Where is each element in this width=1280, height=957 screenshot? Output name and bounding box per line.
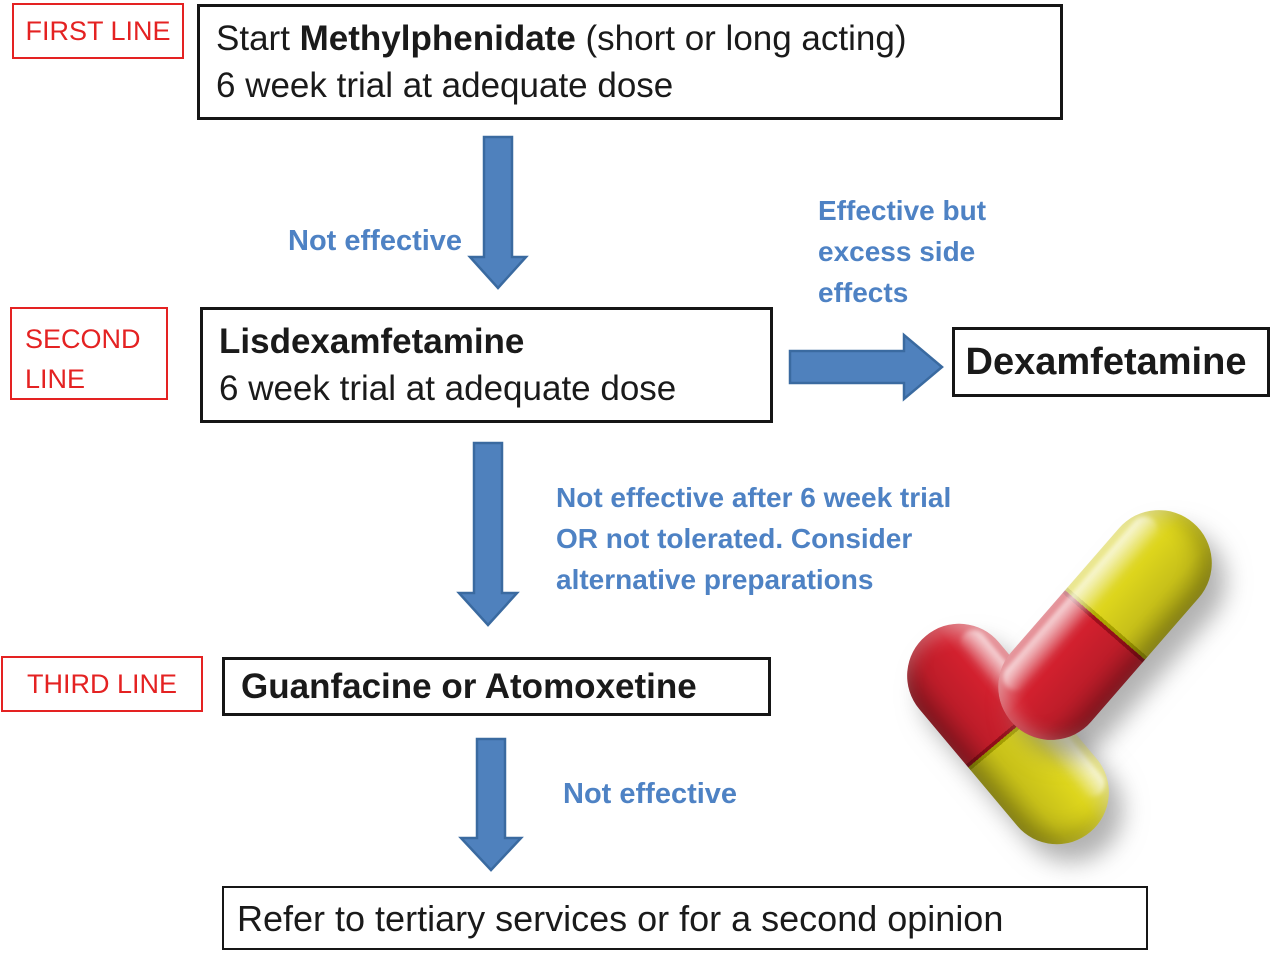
arrow-label-effective-but-side-effects: Effective but excess side effects [818, 190, 986, 313]
down-arrow-first-to-second-icon [467, 135, 529, 290]
right-arrow-to-dexamfetamine-icon [788, 332, 944, 402]
stage-label-third-line: THIRD LINE [1, 656, 203, 712]
box-guanfacine-atomoxetine-text: Guanfacine or Atomoxetine [241, 667, 697, 706]
stage-label-second-line: SECOND LINE [10, 307, 168, 400]
down-arrow-second-to-third-icon [456, 441, 520, 627]
stage-label-first-line-text: FIRST LINE [25, 16, 171, 46]
box-dexamfetamine-text: Dexamfetamine [965, 340, 1247, 383]
down2-label-line3: alternative preparations [556, 564, 874, 595]
down2-label-line1: Not effective after 6 week trial [556, 482, 952, 513]
arrow-label-not-effective-or-not-tolerated: Not effective after 6 week trial OR not … [556, 477, 951, 600]
box-guanfacine-atomoxetine: Guanfacine or Atomoxetine [222, 657, 771, 716]
box-methylphenidate-line2: 6 week trial at adequate dose [216, 66, 674, 105]
box-lisdexamfetamine-line2: 6 week trial at adequate dose [219, 369, 677, 408]
down-arrow-third-to-referral-icon [458, 737, 524, 872]
box-refer-tertiary-text: Refer to tertiary services or for a seco… [237, 897, 1004, 939]
stage-label-third-line-text: THIRD LINE [26, 669, 178, 699]
side-label-line1: Effective but [818, 195, 987, 226]
side-label-line3: effects [818, 277, 909, 308]
box-lisdexamfetamine-line1: Lisdexamfetamine [219, 322, 525, 361]
box-methylphenidate-drug: Methylphenidate [299, 19, 576, 58]
capsule-pill-right-icon [970, 488, 1240, 762]
box-methylphenidate-suffix: (short or long acting) [575, 19, 907, 58]
arrow-label-not-effective-1: Not effective [288, 225, 463, 257]
box-methylphenidate: Start Methylphenidate (short or long act… [197, 4, 1063, 120]
box-refer-tertiary: Refer to tertiary services or for a seco… [222, 886, 1148, 950]
box-lisdexamfetamine: Lisdexamfetamine 6 week trial at adequat… [200, 307, 773, 423]
stage-label-second-line-text: SECOND LINE [25, 324, 141, 394]
box-methylphenidate-line1: Start Methylphenidate (short or long act… [216, 15, 1050, 62]
down2-label-line2: OR not tolerated. Consider [556, 523, 913, 554]
stage-label-first-line: FIRST LINE [12, 3, 184, 59]
arrow-label-not-effective-2: Not effective [563, 778, 738, 810]
box-dexamfetamine: Dexamfetamine [952, 327, 1270, 397]
box-methylphenidate-prefix: Start [216, 19, 300, 58]
side-label-line2: excess side [818, 236, 976, 267]
